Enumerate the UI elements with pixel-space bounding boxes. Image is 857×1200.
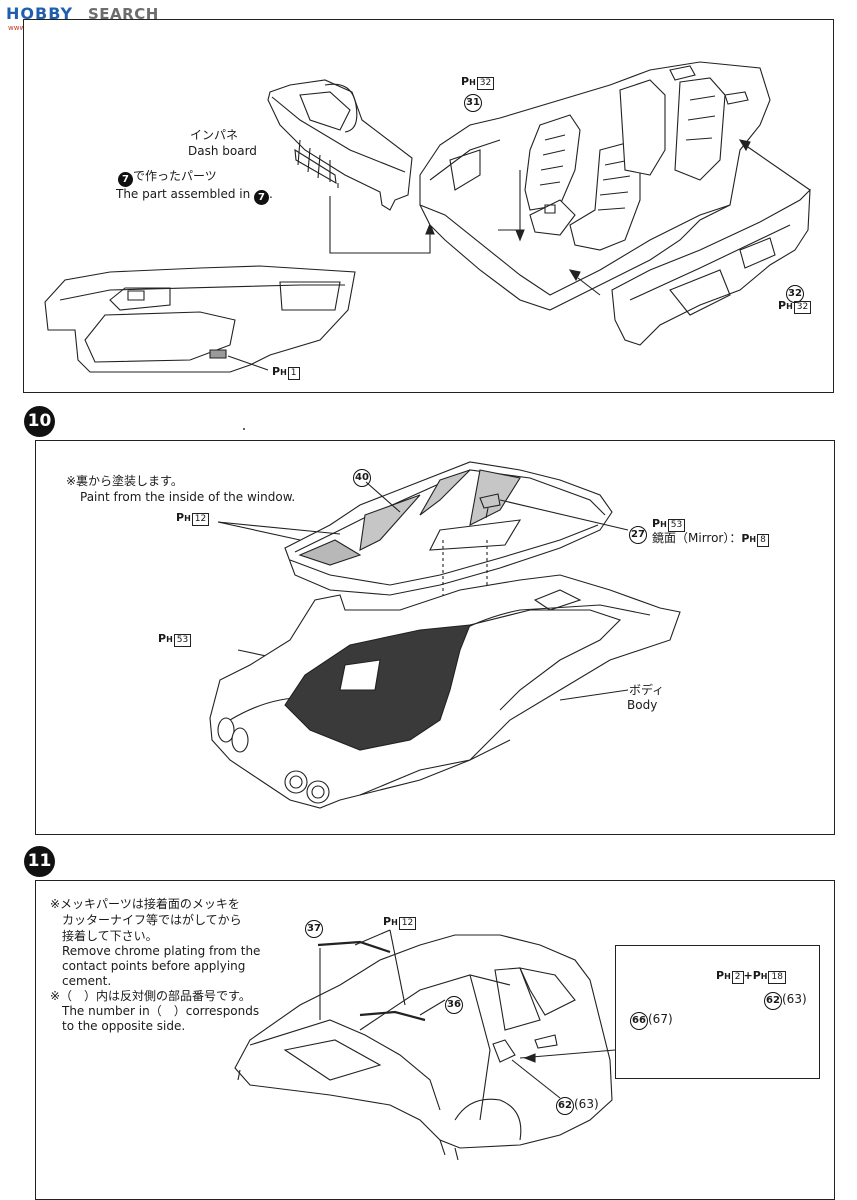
step11-note1-en-1: Remove chrome plating from the bbox=[62, 944, 261, 958]
watermark-brand: HOBBY bbox=[6, 4, 74, 23]
step11-note2-jp: ※（ ）内は反対側の部品番号です。 bbox=[50, 989, 251, 1003]
step11-note1-jp-1: ※メッキパーツは接着面のメッキを bbox=[50, 897, 240, 911]
mirror-inset-box bbox=[615, 945, 820, 1079]
step-ref-badge: 7 bbox=[118, 172, 133, 187]
dash-label-en: Dash board bbox=[188, 144, 257, 158]
step11-note1-en-2: contact points before applying bbox=[62, 959, 246, 973]
step10-note-en: Paint from the inside of the window. bbox=[80, 490, 296, 504]
step11-number: 11 bbox=[24, 846, 55, 877]
inset-part-66: 66(67) bbox=[630, 1012, 673, 1030]
right-door-panel bbox=[612, 190, 810, 345]
assembled-jp-suffix: で作ったパーツ bbox=[133, 169, 217, 183]
left-door-panel bbox=[45, 266, 355, 372]
step11-note1-en-3: cement. bbox=[62, 974, 112, 988]
part-number-36: 36 bbox=[445, 992, 463, 1014]
window-glass bbox=[285, 462, 612, 595]
step10-drawing bbox=[0, 0, 857, 840]
dashboard-part bbox=[268, 80, 412, 210]
part-number-31: 31 bbox=[464, 90, 482, 112]
watermark-search: SEARCH bbox=[88, 5, 159, 23]
step11-note2-en-2: to the opposite side. bbox=[62, 1019, 186, 1033]
body-label-jp: ボディ bbox=[629, 683, 665, 697]
step11-note2-en-1: The number in（ ）corresponds bbox=[62, 1004, 260, 1018]
car-body bbox=[235, 935, 612, 1160]
step-ref-badge-en: 7 bbox=[254, 190, 270, 205]
step10-note-jp: ※裏から塗装します。 bbox=[66, 474, 183, 488]
dash-label-jp: インパネ bbox=[190, 128, 239, 142]
part-number-62-car: 62(63) bbox=[556, 1097, 599, 1115]
assembled-note-en: The part assembled in 7. bbox=[116, 187, 273, 205]
stray-dot bbox=[243, 428, 245, 430]
mirror-text: 鏡面（Mirror）： bbox=[652, 531, 742, 545]
part-number-27: 27 bbox=[629, 522, 647, 544]
interior-tub bbox=[420, 62, 770, 310]
part-number-40: 40 bbox=[353, 465, 371, 487]
body-shell bbox=[210, 575, 680, 808]
step10-number: 10 bbox=[24, 406, 55, 437]
assembled-en-prefix: The part assembled in bbox=[116, 187, 251, 201]
step11-note1-jp-2: カッターナイフ等ではがしてから bbox=[62, 913, 242, 927]
body-label-en: Body bbox=[627, 698, 658, 712]
part-number-32: 32 bbox=[786, 281, 804, 303]
part-number-37: 37 bbox=[305, 916, 323, 938]
inset-part-62: 62(63) bbox=[764, 992, 807, 1010]
step11-note1-jp-3: 接着して下さい。 bbox=[62, 929, 158, 943]
step9-drawing bbox=[0, 0, 857, 400]
